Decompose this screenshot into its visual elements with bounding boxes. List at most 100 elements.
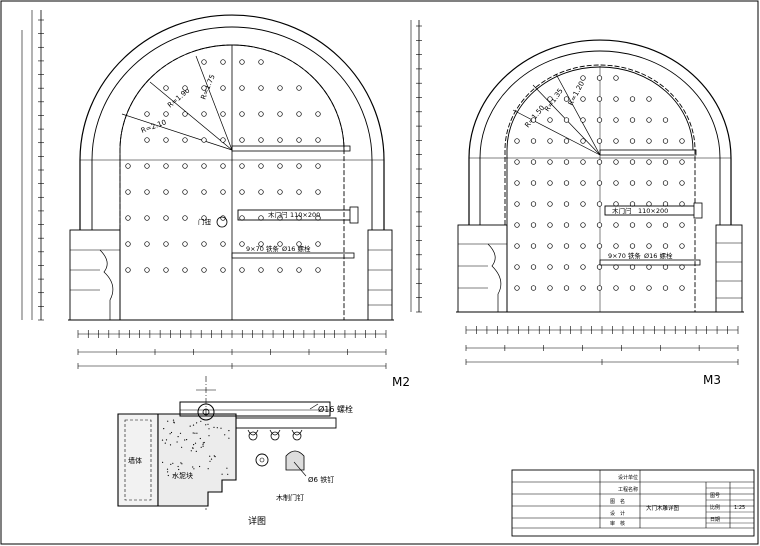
- tb-meta-label-1: 图号: [710, 493, 720, 499]
- door-stud: [514, 243, 520, 249]
- door-stud: [646, 117, 652, 123]
- door-stud: [514, 180, 520, 186]
- door-stud: [580, 180, 586, 186]
- door-stud: [547, 264, 553, 270]
- m2-knob: [216, 216, 228, 228]
- detail-concrete-label: 水泥块: [172, 471, 193, 480]
- door-stud: [182, 137, 188, 143]
- door-stud: [613, 285, 619, 291]
- door-stud: [646, 180, 652, 186]
- nail-icon: [255, 453, 269, 467]
- door-stud: [201, 267, 207, 273]
- door-stud: [125, 241, 131, 247]
- door-stud: [530, 138, 537, 144]
- horizontal-dimension-m2: [77, 330, 387, 369]
- door-stud: [596, 264, 603, 270]
- door-stud: [220, 137, 226, 143]
- door-stud: [277, 163, 283, 169]
- door-stud: [201, 163, 207, 169]
- m2-knob-label: 门钮: [198, 217, 212, 226]
- door-stud: [163, 85, 169, 91]
- door-stud: [182, 85, 188, 91]
- door-stud: [613, 159, 619, 165]
- door-stud: [629, 222, 636, 228]
- door-stud: [277, 111, 283, 117]
- door-stud: [277, 85, 283, 91]
- m3-radius-label-2: R=1.35: [543, 87, 565, 113]
- door-stud: [315, 267, 321, 273]
- m2-hardware: [216, 145, 359, 259]
- tb-row-label-2: 工程名称: [618, 486, 638, 493]
- m3-outer-arch: [468, 39, 732, 225]
- door-stud: [646, 222, 652, 228]
- detail-beam: [179, 401, 331, 417]
- door-stud: [679, 243, 685, 249]
- door-stud: [144, 163, 150, 169]
- door-stud: [580, 201, 586, 207]
- door-stud: [547, 243, 553, 249]
- m3-plank-size: 110×200: [638, 207, 668, 215]
- m2-bolt-spec: 9×70 铁条: [246, 244, 279, 253]
- door-stud: [163, 111, 169, 117]
- tb-row-label-5: 审 核: [610, 520, 625, 527]
- door-stud: [201, 189, 207, 195]
- door-stud: [563, 285, 570, 291]
- door-stud: [239, 59, 245, 65]
- detail-bolt-label: Ø16 螺栓: [318, 404, 353, 414]
- door-stud: [613, 138, 619, 144]
- door-stud: [547, 285, 553, 291]
- door-stud: [125, 163, 131, 169]
- door-stud: [530, 264, 537, 270]
- door-stud: [144, 215, 150, 221]
- door-stud: [629, 159, 636, 165]
- tb-row-label-1: 设计单位: [618, 474, 638, 481]
- door-stud: [530, 159, 537, 165]
- door-stud: [125, 215, 131, 221]
- door-stud: [596, 243, 603, 249]
- door-stud: [629, 96, 636, 102]
- door-stud: [596, 117, 603, 123]
- m3-plank-label: 木门闩: [612, 206, 632, 215]
- m3-right-plinth: [715, 224, 743, 313]
- door-stud: [315, 111, 321, 117]
- door-stud: [258, 267, 264, 273]
- door-stud: [296, 163, 302, 169]
- door-stud: [629, 138, 636, 144]
- door-stud: [613, 222, 619, 228]
- door-stud: [547, 222, 553, 228]
- door-stud: [646, 285, 652, 291]
- m2-outer-arch: [79, 14, 385, 230]
- m2-left-plinth: [69, 229, 121, 321]
- m2-door-studs: [125, 59, 321, 273]
- door-stud: [547, 138, 553, 144]
- door-stud: [679, 222, 685, 228]
- door-stud: [144, 241, 150, 247]
- door-stud: [662, 117, 669, 123]
- door-stud: [125, 267, 131, 273]
- door-stud: [296, 111, 302, 117]
- detail-studs: [247, 429, 303, 441]
- detail-concrete: [157, 413, 237, 507]
- door-stud: [182, 163, 188, 169]
- door-stud: [239, 163, 245, 169]
- door-stud: [201, 111, 207, 117]
- door-stud: [220, 85, 226, 91]
- bolt-icon: [693, 202, 703, 219]
- door-stud: [220, 189, 226, 195]
- door-stud: [596, 285, 603, 291]
- door-stud: [613, 96, 619, 102]
- door-stud: [296, 85, 302, 91]
- m2-plank-size: 110×200: [290, 211, 320, 219]
- door-stud: [182, 111, 188, 117]
- door-stud: [596, 159, 603, 165]
- door-stud: [580, 264, 586, 270]
- door-stud: [258, 189, 264, 195]
- door-stud: [662, 285, 669, 291]
- door-stud: [662, 180, 669, 186]
- m2-radius-label-1: R=2.10: [140, 118, 167, 135]
- m2-label: M2: [392, 375, 410, 389]
- detail-wall-label: 墙体: [128, 456, 142, 465]
- door-stud: [596, 180, 603, 186]
- door-stud: [277, 267, 283, 273]
